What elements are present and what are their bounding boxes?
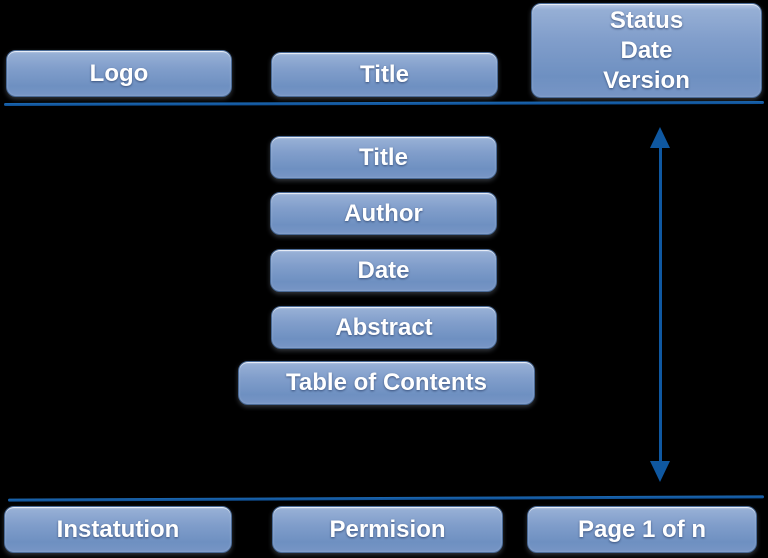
arrowhead-down-icon	[650, 461, 670, 482]
institution-box[interactable]: Instatution	[4, 506, 232, 553]
version-label: Version	[603, 66, 690, 94]
page-number-box[interactable]: Page 1 of n	[527, 506, 757, 553]
institution-label: Instatution	[56, 515, 180, 543]
header-title-box[interactable]: Title	[271, 52, 498, 97]
logo-box[interactable]: Logo	[6, 50, 232, 97]
date-box-label: Date	[357, 256, 410, 284]
status-date-version-box[interactable]: Status Date Version	[531, 3, 762, 98]
permission-label: Permision	[329, 515, 446, 543]
status-label: Status	[609, 6, 684, 34]
table-of-contents-label: Table of Contents	[286, 369, 487, 396]
permission-box[interactable]: Permision	[272, 506, 503, 553]
footer-separator-line	[7, 495, 765, 502]
abstract-label: Abstract	[335, 313, 433, 341]
arrowhead-up-icon	[650, 127, 670, 148]
header-separator-line	[3, 101, 765, 106]
body-title-label: Title	[359, 143, 408, 171]
logo-label: Logo	[89, 59, 149, 87]
author-box[interactable]: Author	[270, 192, 497, 235]
status-date-version-labels: Status Date Version	[603, 6, 690, 96]
page-number-label: Page 1 of n	[577, 515, 707, 543]
date-label: Date	[620, 36, 673, 64]
author-label: Author	[344, 199, 423, 227]
arrow-shaft	[659, 146, 662, 463]
body-title-box[interactable]: Title	[270, 136, 497, 179]
header-title-label: Title	[360, 60, 409, 88]
table-of-contents-box[interactable]: Table of Contents	[238, 361, 535, 405]
date-box[interactable]: Date	[270, 249, 497, 292]
abstract-box[interactable]: Abstract	[271, 306, 497, 349]
